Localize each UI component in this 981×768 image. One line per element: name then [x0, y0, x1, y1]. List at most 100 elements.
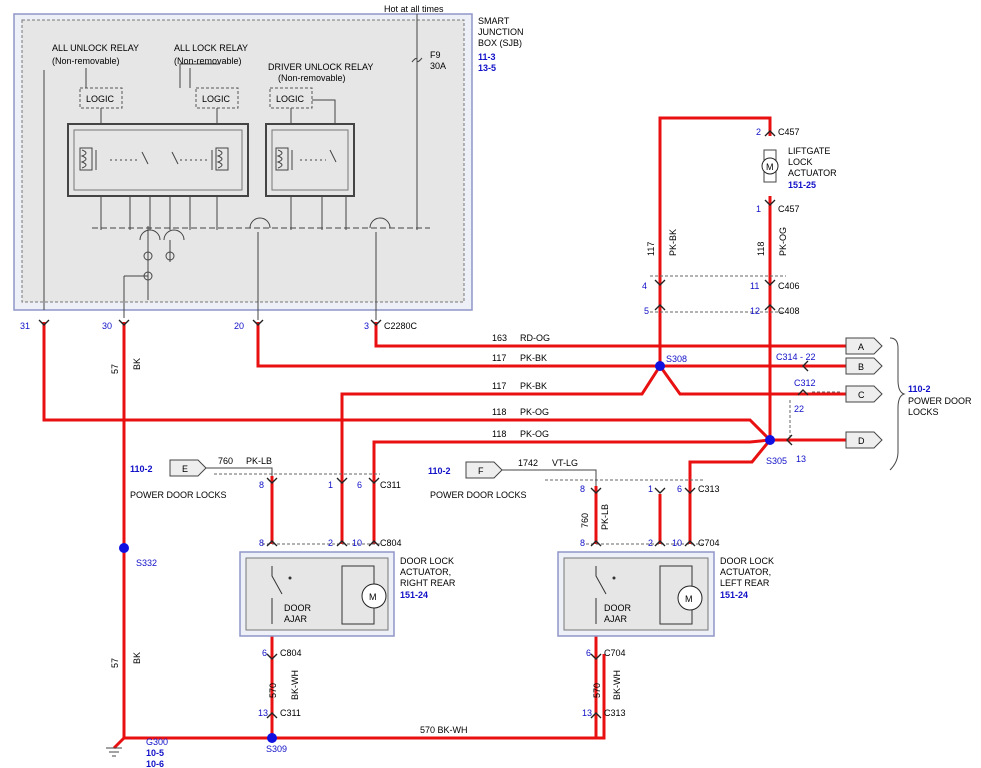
- liftgate-line-3: ACTUATOR: [788, 168, 837, 178]
- relay-3-nonrem: (Non-removable): [278, 73, 346, 83]
- tag-e-wire: [206, 467, 273, 476]
- logic-label-1: LOGIC: [86, 94, 115, 104]
- w118-num-b: 118: [492, 429, 506, 439]
- c313: C313: [698, 484, 720, 494]
- relay-block-right-inner: [271, 129, 349, 191]
- rr-motor-m: M: [369, 592, 377, 602]
- sjb-pin-31: 31: [20, 321, 30, 331]
- hot-at-all-times: Hot at all times: [384, 4, 444, 14]
- c313-bot-pin: 13: [582, 708, 592, 718]
- c804-pin-8: 8: [259, 538, 264, 548]
- tag-b: B: [845, 357, 883, 375]
- w760-vert-num: 760: [580, 513, 590, 528]
- rr-ajar-switch: [271, 566, 283, 624]
- w570-bottom: 570 BK-WH: [420, 725, 468, 735]
- sjb-node-1: [143, 251, 153, 261]
- g300-ref-2: 10-6: [146, 759, 164, 768]
- svg-text:B: B: [858, 362, 864, 372]
- relay-block-left-inner: [73, 129, 243, 191]
- rr-line-1: DOOR LOCK: [400, 556, 454, 566]
- relay-2-nonrem: (Non-removable): [174, 56, 242, 66]
- sjb-connector: C2280C: [384, 321, 418, 331]
- lr-ajar-switch: [595, 566, 607, 624]
- relay-block-right: [265, 123, 355, 197]
- w760-vert-color: PK-LB: [600, 504, 610, 530]
- svg-text:F: F: [478, 466, 484, 476]
- lr-ref: 151-24: [720, 590, 748, 600]
- w57-num-b: 57: [110, 658, 120, 668]
- w118-vert-num: 118: [756, 242, 766, 256]
- rr-ajar-1: DOOR: [284, 603, 312, 613]
- c804-bot: C804: [280, 648, 302, 658]
- w570-vert-num-rr: 570: [268, 683, 278, 698]
- s309-label: S309: [266, 744, 287, 754]
- lr-ajar-2: AJAR: [604, 614, 628, 624]
- w570-vert-color-rr: BK-WH: [290, 670, 300, 700]
- ground-symbol: [106, 747, 122, 757]
- logic-label-3: LOGIC: [276, 94, 305, 104]
- pdl-right-line-1: POWER DOOR: [908, 396, 972, 406]
- c704-pin-10: 10: [672, 538, 682, 548]
- s305-label: S305: [766, 456, 787, 466]
- sjb-title-3: BOX (SJB): [478, 38, 522, 48]
- sjb-pin-3: 3: [364, 321, 369, 331]
- splice-s332-dot: [119, 543, 129, 553]
- lr-line-2: ACTUATOR,: [720, 567, 771, 577]
- svg-text:D: D: [858, 436, 865, 446]
- c311-bot: C311: [280, 708, 301, 718]
- sjb-ref-1: 11-3: [478, 52, 496, 62]
- c311-pin-1: 1: [328, 480, 333, 490]
- tag-a: A: [845, 337, 883, 355]
- liftgate-line-2: LOCK: [788, 157, 813, 167]
- splice-s305-dot: [765, 435, 775, 445]
- relay-2-label: ALL LOCK RELAY: [174, 43, 248, 53]
- connector-arrows: [38, 130, 809, 719]
- pdl-right-line-2: LOCKS: [908, 407, 939, 417]
- sjb-pin-20: 20: [234, 321, 244, 331]
- c457-top-pin: 2: [756, 127, 761, 137]
- svg-text:A: A: [858, 342, 864, 352]
- c312-label: C312: [794, 378, 816, 388]
- c311-pin-8: 8: [259, 480, 264, 490]
- pdl-ref-f: 110-2: [428, 466, 451, 476]
- s332-label: S332: [136, 558, 157, 568]
- w117-vert-num: 117: [646, 242, 656, 256]
- sjb-ref-2: 13-5: [478, 63, 496, 73]
- w117-vert-color: PK-BK: [668, 229, 678, 256]
- relay-coils: [79, 147, 337, 171]
- c311-bot-pin: 13: [258, 708, 268, 718]
- c312-pin-22: 22: [794, 404, 804, 414]
- w118-vert-color: PK-OG: [778, 227, 788, 256]
- svg-text:E: E: [182, 464, 188, 474]
- c311-pin-6: 6: [357, 480, 362, 490]
- lr-ajar-contact: [612, 576, 616, 580]
- lr-line-1: DOOR LOCK: [720, 556, 774, 566]
- w57-num-a: 57: [110, 364, 120, 374]
- c406-pin-11: 11: [750, 281, 759, 291]
- c804-pin-2: 2: [328, 538, 333, 548]
- logic-label-2: LOGIC: [202, 94, 231, 104]
- splice-s308-dot: [655, 361, 665, 371]
- pdl-ref-right: 110-2: [908, 384, 931, 394]
- w163-color: RD-OG: [520, 333, 550, 343]
- pdl-text-e: POWER DOOR LOCKS: [130, 490, 227, 500]
- w163-num: 163: [492, 333, 507, 343]
- c804-bot-pin: 6: [262, 648, 267, 658]
- rr-ref: 151-24: [400, 590, 428, 600]
- c314-label: C314 - 22: [776, 352, 816, 362]
- c408-pin-5: 5: [644, 306, 649, 316]
- c704: C704: [698, 538, 720, 548]
- liftgate-line-1: LIFTGATE: [788, 146, 830, 156]
- liftgate-ref: 151-25: [788, 180, 816, 190]
- lr-motor-m: M: [685, 594, 693, 604]
- c457-bot-pin: 1: [756, 204, 761, 214]
- w57-color-b: BK: [132, 652, 142, 664]
- liftgate-motor: [761, 157, 779, 175]
- w117-color-b: PK-BK: [520, 381, 547, 391]
- relay-1-label: ALL UNLOCK RELAY: [52, 43, 139, 53]
- w117-color-a: PK-BK: [520, 353, 547, 363]
- fuse-label: F9: [430, 50, 441, 60]
- rr-line-2: ACTUATOR,: [400, 567, 451, 577]
- c457-top: C457: [778, 127, 800, 137]
